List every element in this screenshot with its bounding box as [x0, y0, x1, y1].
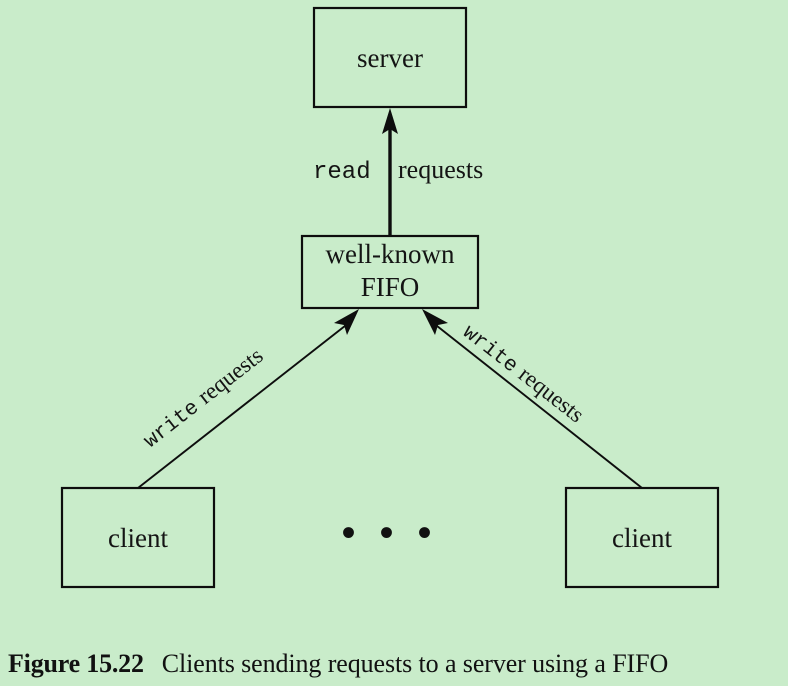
node-client-right: client	[564, 486, 720, 589]
write-right-arrow-shaft	[431, 321, 643, 489]
edge-label-read: read requests	[313, 155, 483, 186]
ellipsis-label: • • •	[341, 510, 438, 555]
fifo-label-line2: FIFO	[361, 272, 420, 302]
fifo-box	[300, 234, 480, 310]
edge-write-left-arrow	[137, 309, 359, 489]
write-left-noun-label: requests	[193, 343, 268, 409]
edge-write-right-arrow	[422, 309, 643, 489]
server-label: server	[357, 43, 423, 73]
edge-read-arrow	[382, 108, 398, 236]
figure-caption: Figure 15.22 Clients sending requests to…	[0, 641, 788, 686]
read-verb-label: read	[313, 159, 371, 186]
client-left-label: client	[108, 523, 168, 553]
server-box	[312, 6, 468, 109]
client-left-box	[60, 486, 216, 589]
client-right-box	[564, 486, 720, 589]
write-right-arrow-head	[422, 309, 448, 335]
read-noun-label: requests	[398, 155, 483, 184]
write-left-arrow-shaft	[137, 321, 351, 489]
read-arrow-head	[382, 108, 398, 134]
fifo-label-line1: well-known	[326, 239, 455, 269]
write-left-arrow-head	[334, 309, 359, 335]
figure-number: Figure 15.22	[8, 648, 144, 678]
node-client-left: client	[60, 486, 216, 589]
node-server: server	[312, 6, 468, 109]
edge-label-write-right: write requests	[458, 321, 589, 427]
figure-caption-text: Clients sending requests to a server usi…	[161, 648, 669, 678]
client-right-label: client	[612, 523, 672, 553]
node-fifo: well-known FIFO	[300, 234, 480, 310]
